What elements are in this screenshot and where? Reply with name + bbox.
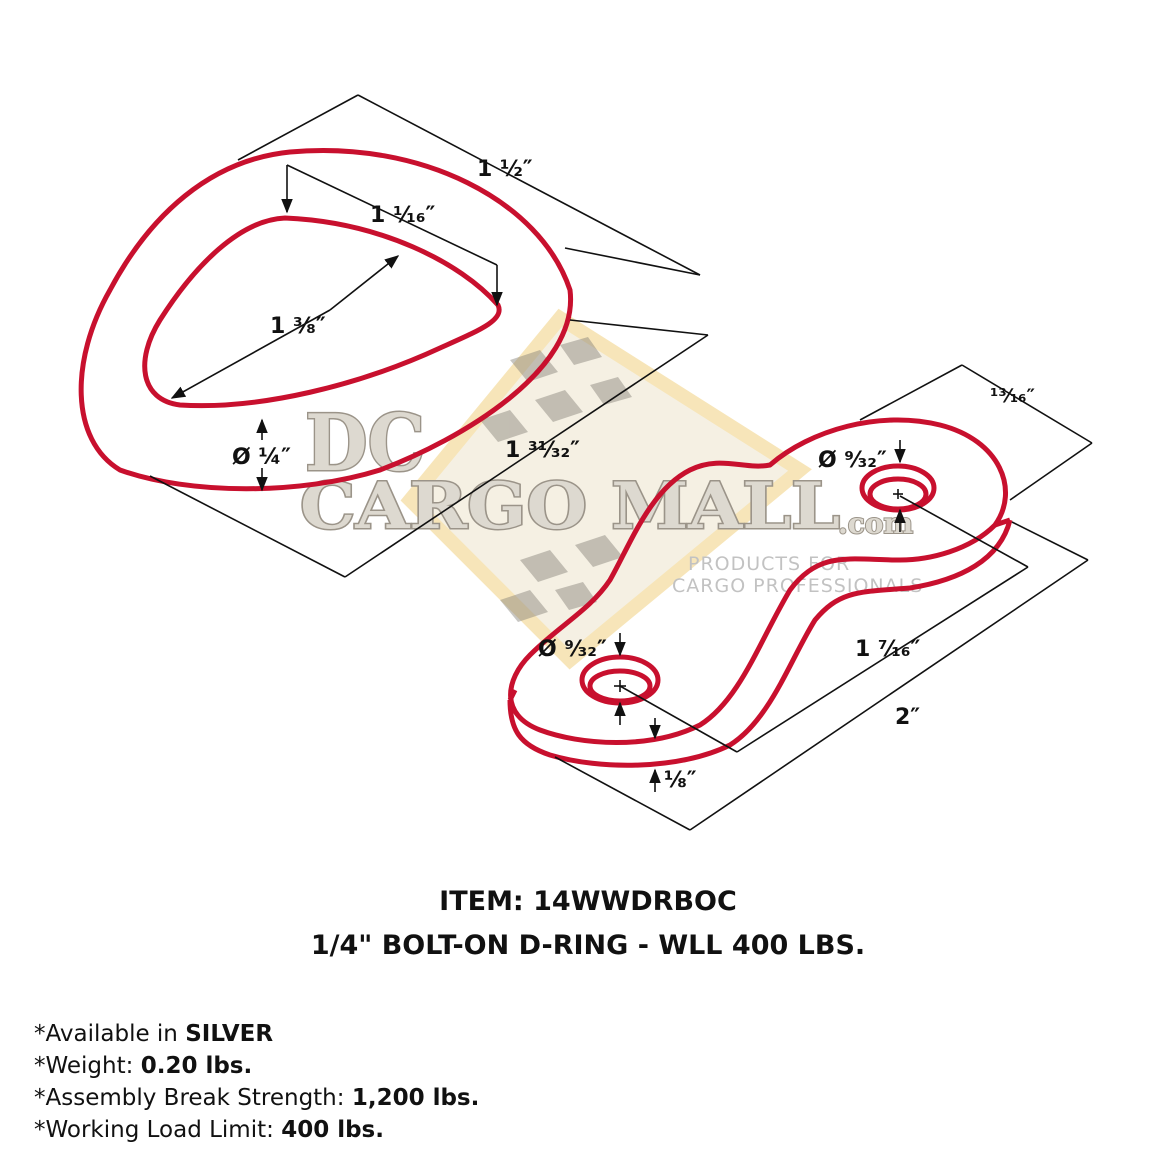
- watermark-brand-line2: CARGO MALL: [300, 469, 840, 544]
- dim-hole-bottom-diameter: Ø ⁹⁄₃₂″: [538, 637, 607, 662]
- dim-hole-top-diameter: Ø ⁹⁄₃₂″: [818, 448, 887, 473]
- d-ring-shape: [78, 148, 573, 492]
- spec-weight: *Weight: 0.20 lbs.: [34, 1053, 253, 1079]
- dim-plate-width: ¹³⁄₁₆″: [990, 385, 1035, 407]
- item-number: ITEM: 14WWDRBOC: [439, 886, 737, 917]
- dim-ring-inner-width: 1 ¹⁄₁₆″: [370, 203, 436, 228]
- product-description: 1/4" BOLT-ON D-RING - WLL 400 LBS.: [310, 930, 866, 961]
- d-ring-inner-outline: [142, 215, 502, 409]
- dim-plate-thickness: ⅛″: [664, 768, 697, 793]
- dim-ring-wire-diameter: Ø ¼″: [232, 445, 291, 470]
- watermark-diamond: [400, 308, 812, 670]
- hole-bottom-inner: [587, 668, 653, 704]
- d-ring-dimension-lines: [149, 94, 709, 578]
- spec-break-strength: *Assembly Break Strength: 1,200 lbs.: [34, 1085, 480, 1111]
- plate-dimension-lines: [554, 364, 1093, 831]
- spec-color: *Available in SILVER: [34, 1021, 274, 1047]
- watermark-brand-suffix: .com: [838, 507, 913, 540]
- product-title-block: ITEM: 14WWDRBOC 1/4" BOLT-ON D-RING - WL…: [0, 880, 1176, 968]
- spec-working-load-limit: *Working Load Limit: 400 lbs.: [34, 1117, 384, 1143]
- mounting-plate-edge-outline: [507, 519, 1013, 768]
- dim-ring-outer-width: 1 ½″: [477, 157, 533, 182]
- spec-list: *Available in SILVER *Weight: 0.20 lbs. …: [34, 1018, 479, 1146]
- watermark-logo: DC CARGO MALL .com PRODUCTS FOR CARGO PR…: [299, 308, 922, 670]
- mounting-plate-top-outline: [508, 417, 1008, 745]
- d-ring-outer-outline: [78, 148, 573, 492]
- dim-ring-inner-length: 1 ³⁄₈″: [270, 314, 326, 339]
- tire-tread-icon: [480, 337, 632, 622]
- dim-ring-overall-length: 1 ³¹⁄₃₂″: [505, 438, 580, 463]
- dim-plate-length: 2″: [895, 705, 920, 730]
- dim-hole-spacing: 1 ⁷⁄₁₆″: [855, 637, 921, 662]
- d-ring-diagram: DC CARGO MALL .com PRODUCTS FOR CARGO PR…: [78, 94, 1093, 831]
